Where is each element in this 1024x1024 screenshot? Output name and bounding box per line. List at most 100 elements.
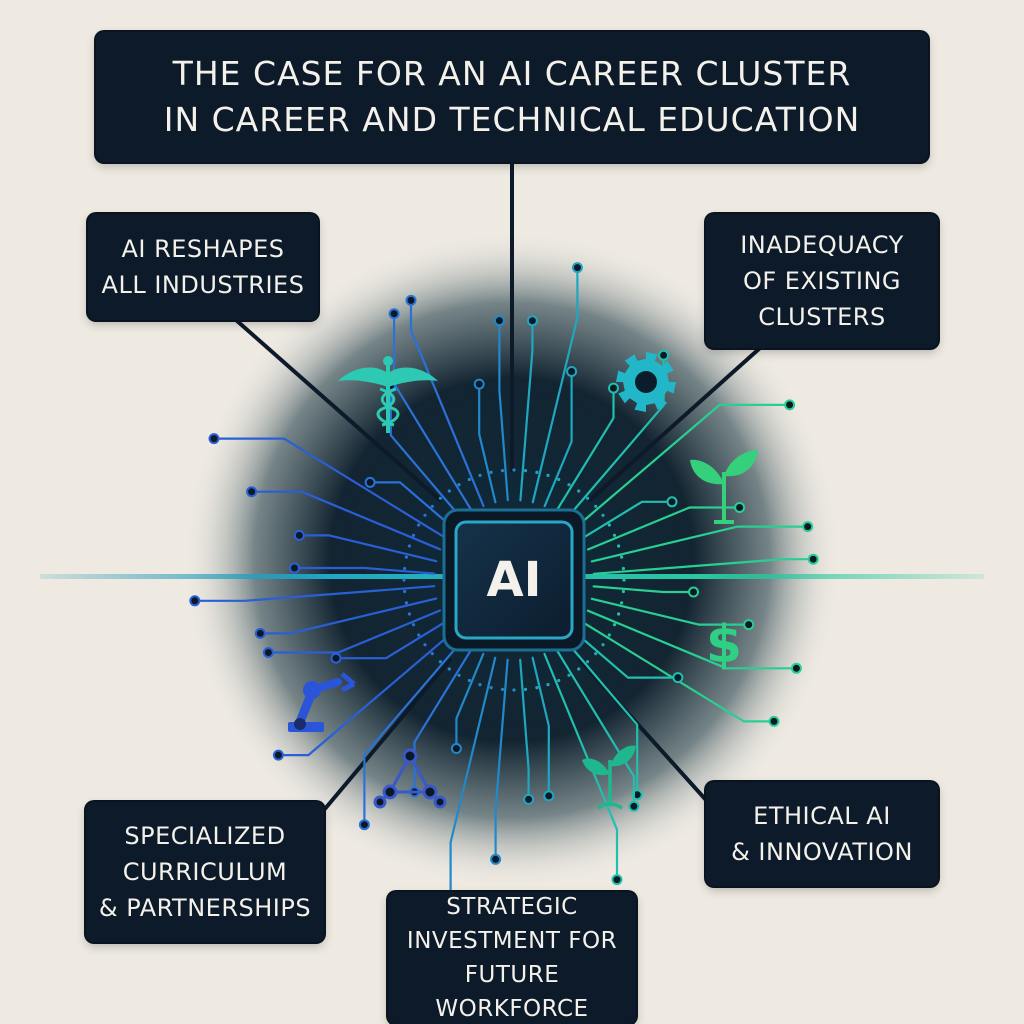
- circuit-node: [493, 315, 505, 327]
- circuit-dot: [621, 589, 626, 594]
- circuit-trace: [592, 558, 815, 575]
- circuit-trace: [393, 312, 474, 513]
- title-line-2: IN CAREER AND TECHNICAL EDUCATION: [163, 100, 861, 139]
- svg-text:$: $: [706, 615, 742, 675]
- circuit-trace: [494, 658, 509, 861]
- circuit-node: [628, 800, 640, 812]
- label-text: CURRICULUM: [122, 858, 288, 886]
- circuit-dot: [417, 633, 421, 637]
- circuit-node: [807, 553, 819, 565]
- circuit-dot: [512, 468, 516, 472]
- circuit-trace: [592, 585, 695, 594]
- circuit-node: [768, 715, 780, 727]
- circuit-node: [784, 399, 796, 411]
- label-text: ETHICAL AI: [753, 802, 891, 830]
- circuit-dot: [594, 504, 598, 508]
- circuit-dot: [617, 612, 621, 616]
- circuit-node: [189, 595, 201, 607]
- circuit-dot: [447, 489, 451, 493]
- circuit-trace: [573, 403, 791, 530]
- circuit-trace: [193, 585, 436, 602]
- label-text: STRATEGIC: [446, 894, 578, 920]
- circuit-trace: [519, 319, 534, 502]
- circuit-dot: [403, 566, 407, 571]
- circuit-dot: [417, 523, 421, 527]
- circuit-dot: [594, 652, 598, 656]
- circuit-trace: [590, 525, 809, 563]
- circuit-dot: [489, 686, 493, 690]
- circuit-node: [658, 349, 670, 361]
- circuit-trace: [369, 481, 455, 530]
- circuit-trace: [498, 319, 509, 502]
- circuit-node: [246, 486, 258, 498]
- circuit-node: [272, 749, 284, 761]
- connector-bottom-left: [322, 658, 452, 812]
- circuit-dot: [546, 473, 550, 477]
- network-icon: [373, 748, 447, 809]
- circuit-trace: [554, 387, 615, 513]
- circuit-node: [526, 315, 538, 327]
- circuit-dot: [620, 555, 624, 559]
- circuit-node: [571, 262, 583, 274]
- circuit-dot: [567, 673, 571, 677]
- circuit-dot: [620, 601, 624, 605]
- circuit-dot: [622, 578, 626, 582]
- circuit-dot: [577, 667, 581, 671]
- circuit-trace: [564, 639, 639, 796]
- circuit-dot: [586, 660, 590, 664]
- circuit-node: [688, 586, 699, 598]
- circuit-trace: [250, 490, 442, 551]
- circuit-node: [566, 366, 578, 377]
- circuit-trace: [554, 647, 635, 808]
- circuit-trace: [581, 500, 674, 540]
- circuit-trace: [590, 597, 750, 626]
- circuit-trace: [586, 609, 798, 670]
- circuit-dot: [411, 623, 416, 627]
- circuit-node: [208, 433, 220, 445]
- sprout-icon: [582, 745, 636, 810]
- connector-top-left: [234, 318, 442, 502]
- label-text: & PARTNERSHIPS: [98, 894, 312, 922]
- circuit-trace: [449, 656, 497, 914]
- circuit-dot: [523, 687, 528, 692]
- circuit-dot: [438, 660, 442, 664]
- circuit-node: [666, 496, 678, 508]
- circuit-node: [672, 672, 684, 684]
- circuit-dot: [512, 688, 516, 692]
- circuit-dot: [577, 489, 581, 493]
- circuit-trace: [478, 383, 497, 504]
- circuit-dot: [489, 470, 493, 474]
- circuit-dot: [607, 523, 611, 527]
- circuit-node: [262, 647, 274, 658]
- label-text: INADEQUACY: [740, 231, 904, 259]
- circuit-trace: [259, 597, 438, 635]
- circuit-trace: [519, 658, 530, 801]
- circuit-trace: [409, 299, 485, 508]
- label-text: OF EXISTING: [742, 267, 901, 295]
- circuit-node: [802, 521, 814, 533]
- ai-chip: [442, 508, 586, 652]
- label-text: SPECIALIZED: [124, 822, 286, 850]
- circuit-dot: [402, 578, 406, 582]
- chip-label: AI: [486, 552, 542, 608]
- circuit-trace: [363, 639, 464, 826]
- circuit-dot: [621, 566, 626, 571]
- label-ai-reshapes-industries: AI RESHAPES ALL INDUSTRIES: [88, 214, 318, 320]
- circuit-node: [364, 476, 376, 488]
- circuit-trace: [298, 534, 438, 563]
- circuit-node: [254, 627, 266, 639]
- circuit-trace: [277, 630, 455, 757]
- circuit-trace: [543, 370, 573, 508]
- label-text: INVESTMENT FOR: [406, 928, 618, 954]
- label-text: FUTURE WORKFORCE: [435, 962, 589, 1022]
- circuit-trace: [413, 647, 474, 793]
- circuit-dot: [467, 678, 471, 683]
- label-text: CLUSTERS: [758, 303, 886, 331]
- circuit-node: [330, 652, 342, 664]
- circuit-dot: [607, 633, 611, 637]
- circuit-dot: [535, 470, 539, 474]
- circuit-node: [490, 853, 502, 865]
- label-ethical-ai: ETHICAL AI & INNOVATION: [706, 782, 938, 886]
